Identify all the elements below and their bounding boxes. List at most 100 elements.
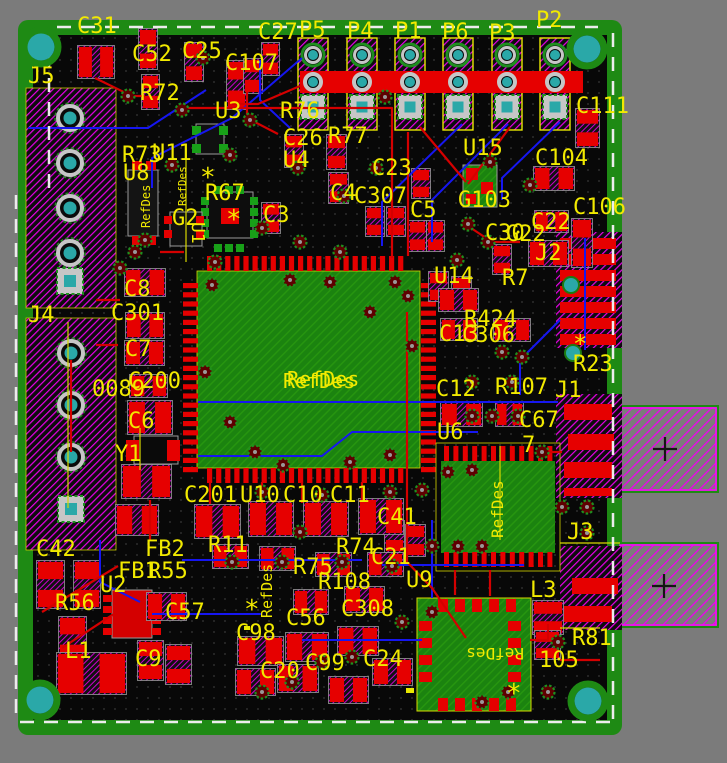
mounting-hole[interactable] bbox=[27, 33, 55, 61]
plated-hole[interactable] bbox=[564, 344, 582, 362]
refdes-label-R108[interactable]: R108 bbox=[318, 570, 371, 595]
refdes-label-C20[interactable]: C20 bbox=[260, 659, 300, 684]
refdes-label-C201[interactable]: C201 bbox=[184, 483, 237, 508]
edge-pad[interactable] bbox=[572, 578, 618, 594]
refdes-label-J2[interactable]: J2 bbox=[535, 241, 562, 266]
edge-pad[interactable] bbox=[564, 488, 612, 496]
refdes-label-x[interactable]: * bbox=[506, 679, 522, 709]
connector-extension[interactable] bbox=[619, 407, 717, 491]
refdes-label-C308[interactable]: C308 bbox=[341, 597, 394, 622]
refdes-label-C31[interactable]: C31 bbox=[77, 14, 117, 39]
refdes-label-x[interactable]: * bbox=[200, 163, 216, 193]
edge-pad[interactable] bbox=[564, 404, 612, 420]
refdes-label-L3[interactable]: L3 bbox=[530, 578, 557, 603]
refdes-label-C24[interactable]: C24 bbox=[363, 647, 403, 672]
refdes-label-C3[interactable]: C3 bbox=[263, 203, 290, 228]
refdes-label-U9[interactable]: U9 bbox=[406, 568, 433, 593]
refdes-label-C10[interactable]: C10 bbox=[283, 483, 323, 508]
refdes-label-FB2[interactable]: FB2 bbox=[145, 537, 185, 562]
refdes-label-C23[interactable]: C23 bbox=[372, 156, 412, 181]
refdes-label-105[interactable]: 105 bbox=[539, 648, 579, 673]
refdes-label-RefDes[interactable]: RefDes bbox=[176, 166, 189, 206]
refdes-label-R55[interactable]: R55 bbox=[148, 559, 188, 584]
refdes-label-RefDes[interactable]: RefDes bbox=[258, 564, 276, 618]
dual-row-ic-body[interactable] bbox=[441, 461, 555, 553]
copper-trace-red[interactable] bbox=[530, 624, 550, 642]
refdes-label-C106[interactable]: C106 bbox=[573, 195, 626, 220]
refdes-label-U11[interactable]: U11 bbox=[152, 141, 192, 166]
square-pad[interactable] bbox=[542, 94, 568, 120]
refdes-label-C56[interactable]: C56 bbox=[286, 606, 326, 631]
refdes-label-P3[interactable]: P3 bbox=[489, 21, 516, 46]
refdes-label-C6[interactable]: C6 bbox=[128, 409, 155, 434]
refdes-label-L1[interactable]: L1 bbox=[65, 639, 92, 664]
mounting-hole[interactable] bbox=[573, 35, 601, 63]
refdes-label-C52[interactable]: C52 bbox=[132, 42, 172, 67]
refdes-label-R23[interactable]: R23 bbox=[573, 352, 613, 377]
refdes-label-C301[interactable]: C301 bbox=[111, 301, 164, 326]
refdes-label-C98[interactable]: C98 bbox=[236, 621, 276, 646]
copper-trace-blue[interactable] bbox=[381, 123, 463, 246]
refdes-label-FB1[interactable]: FB1 bbox=[118, 559, 158, 584]
copper-trace-blue[interactable] bbox=[501, 121, 561, 200]
refdes-label-P5[interactable]: P5 bbox=[299, 18, 326, 43]
copper-trace-red[interactable] bbox=[61, 601, 133, 649]
refdes-label-C200[interactable]: C200 bbox=[128, 369, 181, 394]
refdes-label-C9[interactable]: C9 bbox=[135, 647, 162, 672]
refdes-label-RefDes[interactable]: RefDes bbox=[287, 367, 359, 391]
refdes-label-C5[interactable]: C5 bbox=[410, 198, 437, 223]
refdes-label-G103[interactable]: G103 bbox=[458, 188, 511, 213]
plated-hole[interactable] bbox=[562, 276, 580, 294]
refdes-label-C7[interactable]: C7 bbox=[125, 337, 152, 362]
refdes-label-R75[interactable]: R75 bbox=[293, 555, 333, 580]
edge-pad[interactable] bbox=[564, 606, 612, 622]
refdes-label-G22[interactable]: G22 bbox=[506, 222, 546, 247]
refdes-label-J5[interactable]: J5 bbox=[28, 64, 55, 89]
refdes-label-U2[interactable]: U2 bbox=[100, 573, 127, 598]
refdes-label-R107[interactable]: R107 bbox=[495, 375, 548, 400]
refdes-label-U4[interactable]: U4 bbox=[283, 148, 310, 173]
refdes-label-R56[interactable]: R56 bbox=[55, 591, 95, 616]
copper-trace-red[interactable] bbox=[180, 106, 394, 258]
copper-trace-red[interactable] bbox=[419, 126, 467, 183]
edge-pad[interactable] bbox=[568, 434, 614, 450]
refdes-label-R7[interactable]: R7 bbox=[502, 266, 529, 291]
refdes-label-C306[interactable]: C306 bbox=[462, 323, 515, 348]
refdes-label-C307[interactable]: C307 bbox=[354, 184, 407, 209]
qfp-ic-body[interactable] bbox=[196, 270, 421, 469]
refdes-label-U1[interactable]: U1 bbox=[187, 222, 208, 244]
edge-pad[interactable] bbox=[564, 462, 612, 478]
refdes-label-C41[interactable]: C41 bbox=[377, 505, 417, 530]
refdes-label-C22[interactable]: C22 bbox=[531, 210, 571, 235]
refdes-label-J1[interactable]: J1 bbox=[555, 378, 582, 403]
refdes-label-RefDes[interactable]: RefDes bbox=[466, 644, 524, 663]
refdes-label-R74[interactable]: R74 bbox=[336, 535, 376, 560]
refdes-label-C11[interactable]: C11 bbox=[330, 483, 370, 508]
edge-pad[interactable] bbox=[560, 334, 616, 345]
refdes-label-C27[interactable]: C27 bbox=[258, 20, 298, 45]
refdes-label-C4[interactable]: C4 bbox=[330, 181, 357, 206]
refdes-label-C104[interactable]: C104 bbox=[535, 146, 588, 171]
copper-trace-red[interactable] bbox=[405, 312, 467, 639]
mounting-hole[interactable] bbox=[26, 686, 54, 714]
refdes-label-R77[interactable]: R77 bbox=[328, 124, 368, 149]
refdes-label-C25[interactable]: C25 bbox=[182, 39, 222, 64]
refdes-label-C99[interactable]: C99 bbox=[305, 651, 345, 676]
edge-pad[interactable] bbox=[560, 286, 616, 297]
refdes-label-R73[interactable]: R73 bbox=[122, 143, 162, 168]
refdes-label-7[interactable]: 7 bbox=[522, 433, 535, 458]
refdes-label-C42[interactable]: C42 bbox=[36, 537, 76, 562]
refdes-label-C8[interactable]: C8 bbox=[124, 277, 151, 302]
refdes-label-x[interactable]: * bbox=[226, 205, 242, 235]
refdes-label-U15[interactable]: U15 bbox=[463, 136, 503, 161]
copper-trace-blue[interactable] bbox=[99, 540, 141, 603]
refdes-label-U10[interactable]: U10 bbox=[240, 483, 280, 508]
edge-pad[interactable] bbox=[560, 318, 616, 329]
refdes-label-U8[interactable]: U8 bbox=[123, 161, 150, 186]
edge-pad[interactable] bbox=[560, 270, 616, 281]
refdes-label-C13[interactable]: C13 bbox=[439, 322, 479, 347]
refdes-label-G2[interactable]: G2 bbox=[172, 206, 199, 231]
refdes-label-RefDes[interactable]: RefDes bbox=[139, 185, 153, 228]
